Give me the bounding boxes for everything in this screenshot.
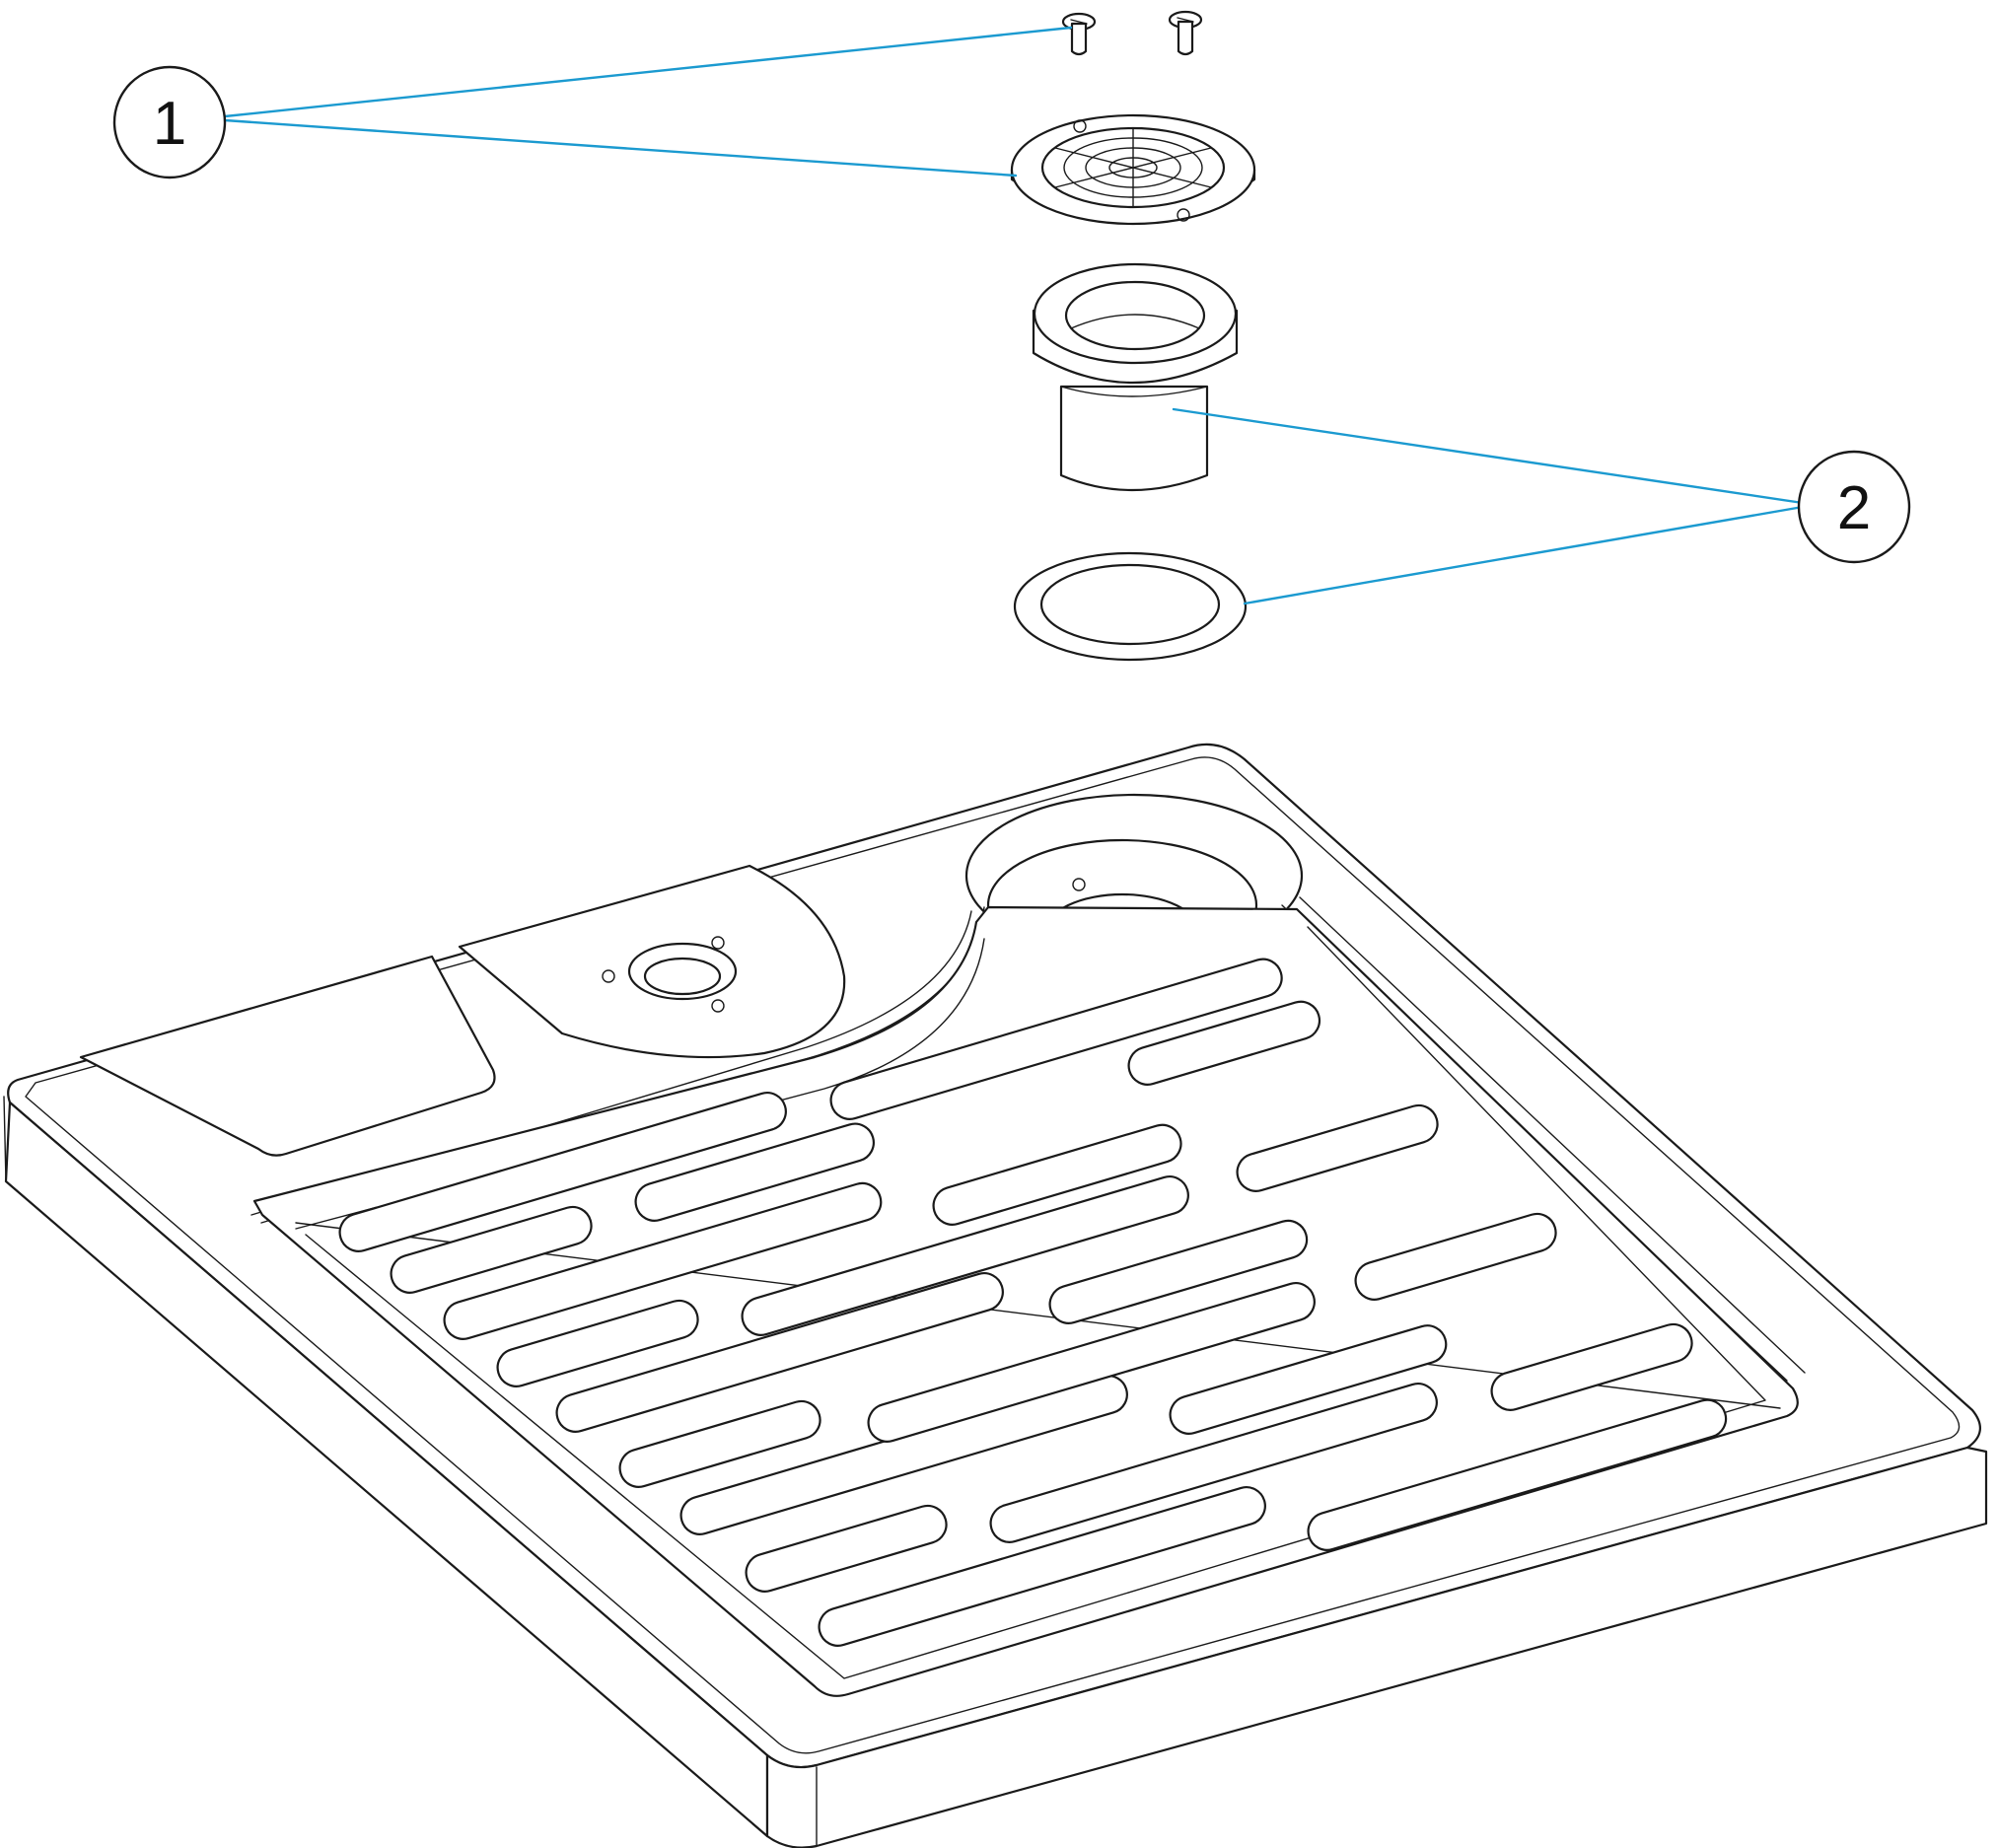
drain-sleeve [1032,262,1239,492]
callout-1-label: 1 [153,90,186,158]
leader-2-sleeve [1172,407,1805,505]
callout-2-label: 2 [1837,474,1871,542]
tray-antislip-slots [338,958,1728,1647]
tap-hole-outer [627,942,738,1001]
screw-left [1061,12,1097,56]
callout-1: 1 [112,65,227,179]
screw-right [1168,10,1203,56]
drain-grate [1010,113,1256,226]
tray-side-panel [79,955,496,1157]
tray-tap-platform [458,864,846,1059]
leader-lines [223,26,1805,605]
leader-1-screw [223,26,1073,118]
screws [1061,10,1203,56]
tap-hole-inner [643,957,722,996]
gasket-ring [1013,551,1248,662]
shower-tray [3,743,1988,1848]
leader-2-gasket [1243,505,1805,605]
callout-2: 2 [1797,450,1911,564]
leader-1-grate [223,118,1018,178]
